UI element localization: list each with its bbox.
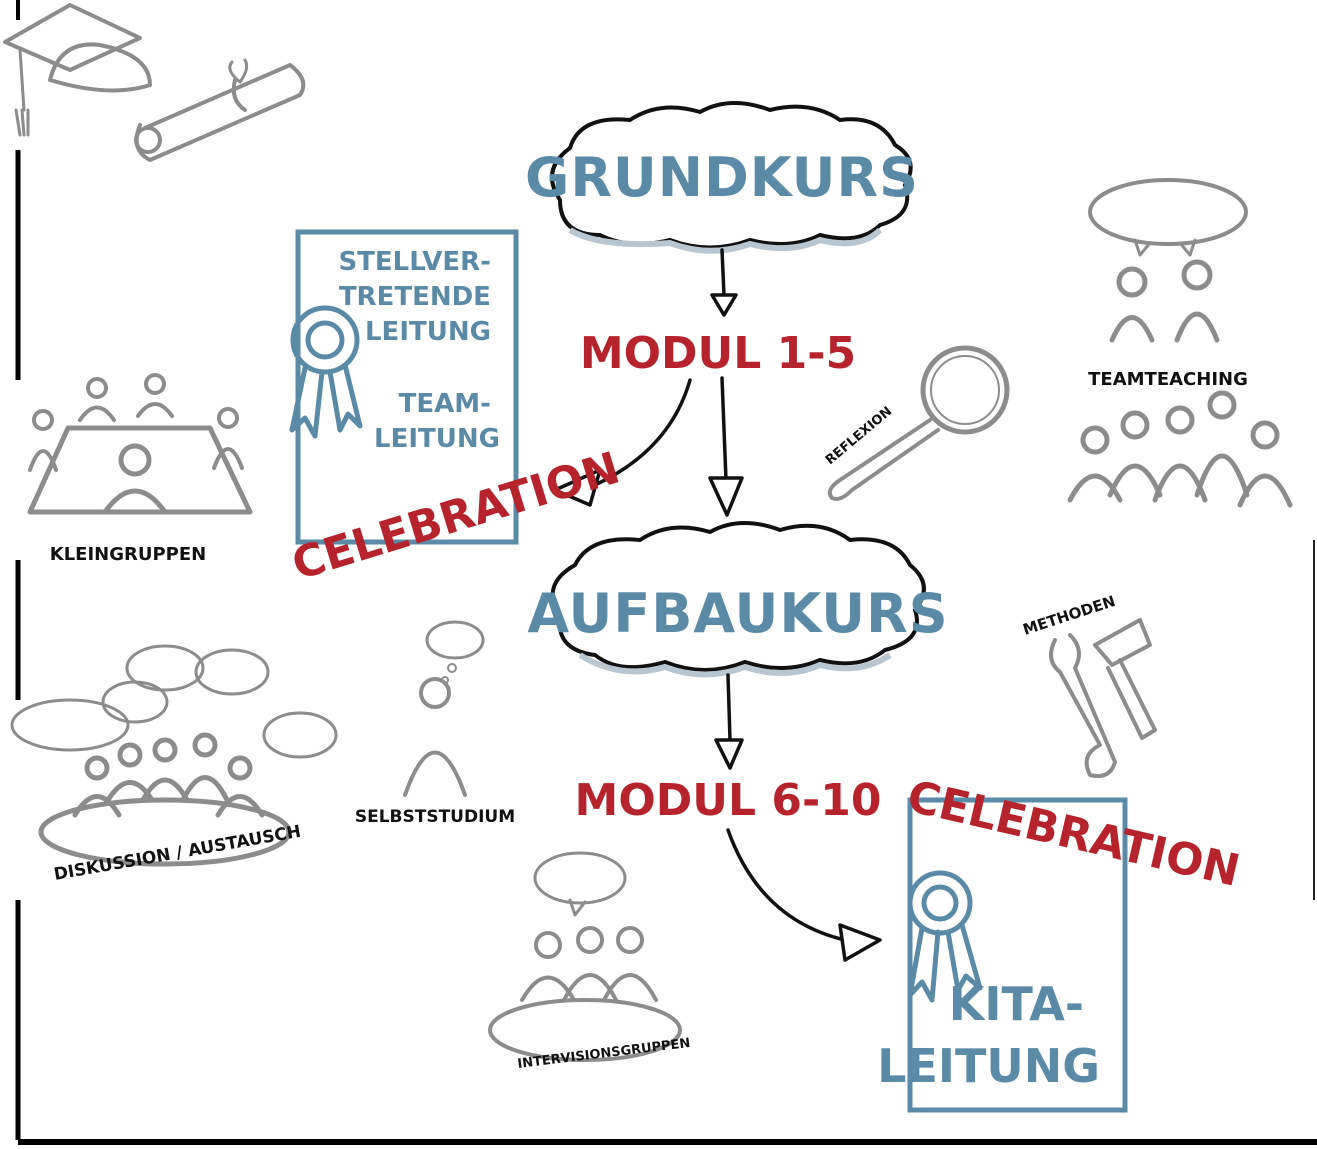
certificate-2: KITA- LEITUNG CELEBRATION (877, 771, 1244, 1113)
arrow-modul-to-celebration-1 (553, 378, 692, 507)
svg-text:STELLVER- TRETENDE: STELLVER- TRETENDE LEITUNG TEAM- LEITUNG (338, 247, 500, 454)
grundkurs-label: GRUNDKURS (525, 146, 919, 209)
intervision-groups-icon (488, 851, 682, 1062)
cert1-line-5: LEITUNG (374, 424, 500, 454)
cert1-line-4: TEAM- (399, 389, 491, 419)
methoden-label: METHODEN (1021, 592, 1118, 639)
team-teaching-icon (1067, 178, 1293, 508)
arrow-modul-to-aufbaukurs (708, 376, 744, 517)
cert1-line-2: TRETENDE (339, 282, 491, 312)
modul-6-10-label: MODUL 6-10 (575, 775, 882, 826)
cert1-line-1: STELLVER- (338, 247, 490, 277)
arrow-modul-to-celebration-2 (726, 828, 882, 962)
modul-1-5-label: MODUL 1-5 (580, 328, 856, 379)
reflexion-label: REFLEXION (823, 404, 895, 468)
self-study-icon (403, 620, 485, 797)
discussion-icon (10, 644, 338, 867)
frame-border (15, 0, 1317, 1145)
kleingruppen-label: KLEINGRUPPEN (50, 544, 206, 565)
award-ribbon-icon (289, 305, 363, 439)
graduation-cap-icon (3, 3, 152, 137)
small-groups-icon (27, 373, 253, 515)
award-ribbon-icon-2 (907, 870, 983, 1003)
teamteaching-label: TEAMTEACHING (1088, 369, 1248, 390)
arrow-grundkurs-to-modul (710, 248, 738, 317)
aufbaukurs-label: AUFBAUKURS (527, 582, 948, 645)
grundkurs-cloud: GRUNDKURS (525, 100, 919, 254)
cert2-line-2: LEITUNG (877, 1039, 1100, 1093)
diploma-scroll-icon (134, 58, 306, 162)
intervisionsgruppen-label: INTERVISIONSGRUPPEN (517, 1036, 691, 1072)
tools-icon (1049, 618, 1157, 779)
arrow-aufbaukurs-to-modul (714, 673, 744, 770)
cert1-line-3: LEITUNG (365, 317, 491, 347)
selbststudium-label: SELBSTSTUDIUM (355, 807, 515, 827)
svg-text:KITA- LEITUNG: KITA- LEITUNG (877, 977, 1100, 1093)
magnifier-icon (827, 345, 1010, 501)
cert2-line-1: KITA- (949, 977, 1084, 1031)
certificate-1: STELLVER- TRETENDE LEITUNG TEAM- LEITUNG… (286, 229, 626, 591)
aufbaukurs-cloud: AUFBAUKURS (527, 520, 948, 678)
